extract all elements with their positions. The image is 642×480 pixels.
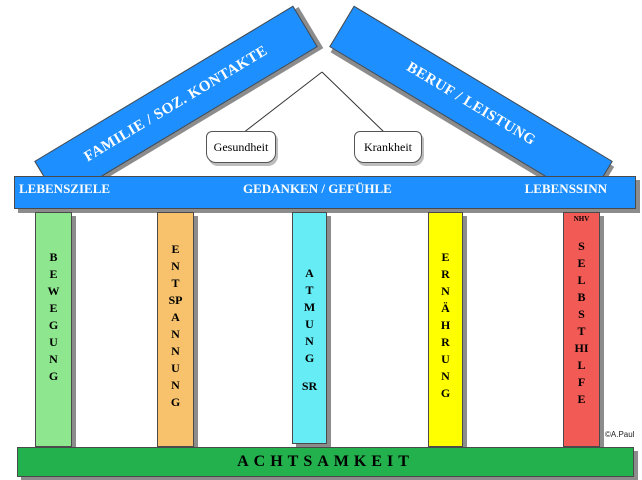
base: ACHTSAMKEIT: [17, 447, 634, 477]
pillar-entspannung: ENTSPANNUNG: [157, 212, 194, 447]
beam: LEBENSZIELE GEDANKEN / GEFÜHLE LEBENSSIN…: [14, 176, 636, 209]
pillar-bewegung: BEWEGUNG: [35, 212, 72, 447]
beam-right-label: LEBENSSINN: [524, 181, 607, 196]
scroll-gesundheit-label: Gesundheit: [213, 139, 269, 154]
pillar-selbsthilfe-small: NHV: [573, 215, 590, 223]
base-label: ACHTSAMKEIT: [237, 453, 414, 470]
pillar-ernaehrung-label: ERNÄHRUNG: [440, 250, 451, 400]
scroll-krankheit-label: Krankheit: [364, 139, 412, 154]
pillar-bewegung-label: BEWEGUNG: [47, 250, 60, 383]
pillar-ernaehrung: ERNÄHRUNG: [428, 212, 463, 447]
pillar-entspannung-label: ENTSPANNUNG: [168, 242, 183, 409]
beam-center-label: GEDANKEN / GEFÜHLE: [243, 181, 392, 196]
copyright: ©A.Paul: [605, 430, 635, 439]
pillar-selbsthilfe: NHV SELBSTHILFE: [563, 212, 600, 447]
pillar-atmung: ATMUNG SR: [292, 212, 327, 444]
pillar-atmung-label: ATMUNG: [303, 266, 316, 365]
scroll-krankheit: Krankheit: [354, 131, 422, 163]
pillar-atmung-sub: SR: [301, 379, 318, 393]
beam-left-label: LEBENSZIELE: [19, 181, 111, 196]
balance-line-left: [242, 71, 323, 134]
balance-line-right: [321, 71, 386, 134]
scroll-gesundheit: Gesundheit: [206, 131, 276, 163]
pillar-selbsthilfe-label: SELBSTHILFE: [574, 239, 589, 406]
